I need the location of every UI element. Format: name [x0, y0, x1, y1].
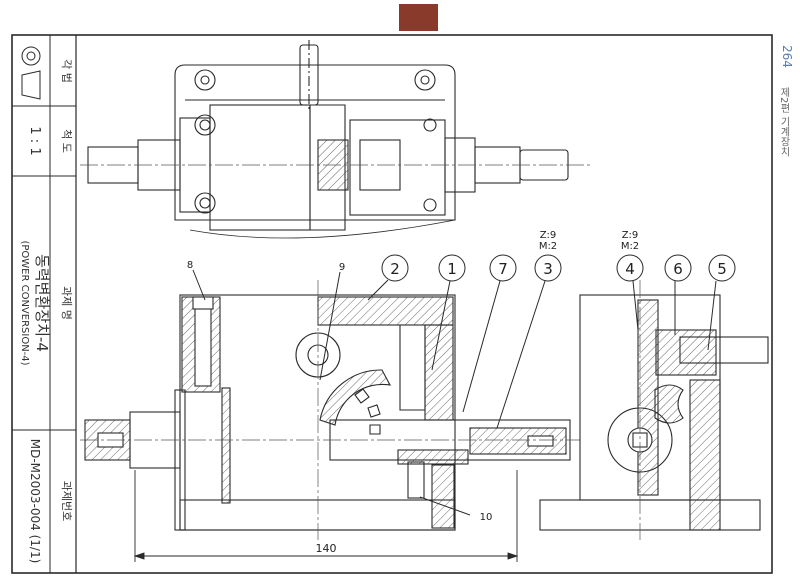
callout-3: 3	[543, 260, 553, 278]
projection-symbol	[21, 46, 41, 100]
dimension-line	[133, 470, 519, 562]
name-value: 동력변환장치-4	[33, 254, 51, 352]
scale-label: 척 도	[60, 129, 73, 153]
gear3-module: M:2	[539, 241, 557, 252]
name-label: 과제 명	[60, 286, 73, 320]
number-label: 과제번호	[60, 481, 73, 521]
callout-1: 1	[447, 260, 457, 278]
sheet-border	[11, 34, 773, 574]
callout-9: 9	[339, 262, 345, 273]
front-view	[84, 294, 571, 531]
callout-7: 7	[498, 260, 508, 278]
side-view	[539, 294, 769, 531]
name-value-en: (POWER CONVERSION-4)	[19, 240, 30, 365]
callouts	[192, 254, 736, 516]
method-label: 각 법	[60, 59, 73, 83]
gear3-teeth: Z:9	[540, 230, 557, 241]
callout-5: 5	[717, 260, 727, 278]
page-header: 264 제2편 기계장치	[774, 45, 794, 165]
callout-2: 2	[390, 260, 400, 278]
callout-4: 4	[625, 260, 635, 278]
callout-6: 6	[673, 260, 683, 278]
callout-10: 10	[480, 512, 493, 523]
dimension-140: 140	[316, 542, 337, 555]
gear4-teeth: Z:9	[622, 230, 639, 241]
scale-value: 1 : 1	[27, 126, 42, 155]
chapter-title: 제2편 기계장치	[778, 87, 789, 157]
top-view	[87, 40, 569, 239]
page-number: 264	[780, 45, 794, 68]
gear4-module: M:2	[621, 241, 639, 252]
chapter-tab	[399, 4, 438, 31]
callout-8: 8	[187, 260, 193, 271]
number-value: MD-M2003-004 (1/1)	[28, 439, 42, 564]
